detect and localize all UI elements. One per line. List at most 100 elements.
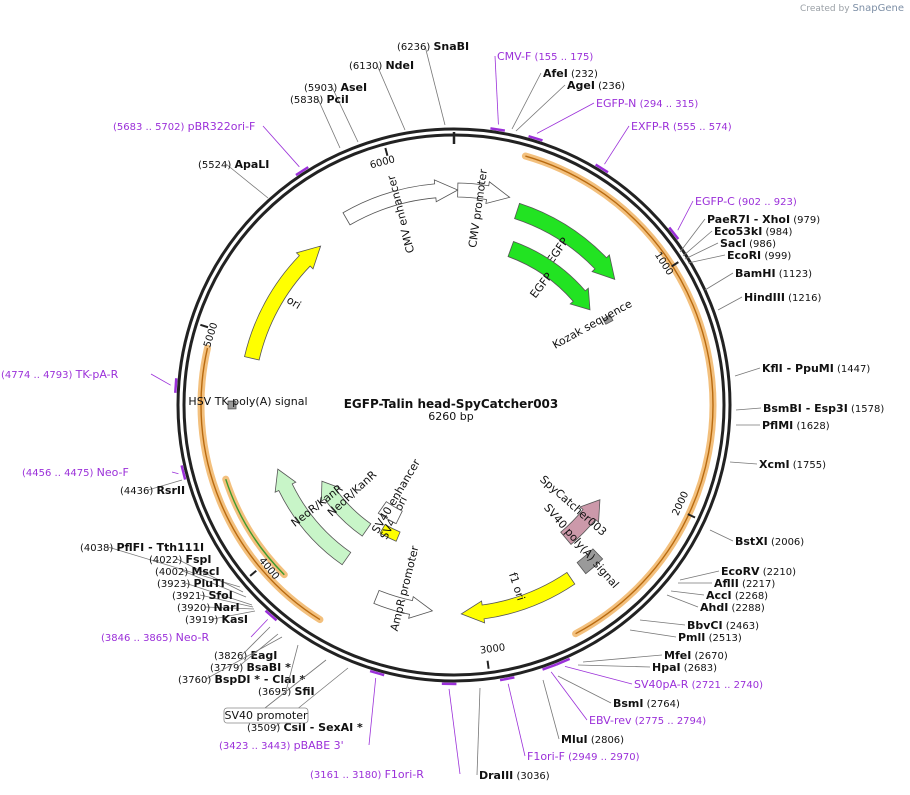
primer-cmv-f[interactable]: CMV-F (155 .. 175) [490,50,593,132]
site-asei[interactable]: (5903) AseI [304,81,367,143]
site-eco53ki[interactable]: Eco53kI (984) [682,225,792,257]
feature-label: CMV promoter [466,168,490,249]
site-sfoi[interactable]: (3921) SfoI [172,589,254,608]
site-position: (1578) [848,404,885,415]
site-eagi[interactable]: (3826) EagI [214,626,277,662]
feature-f1-ori[interactable]: f1 ori [460,571,576,624]
site-xcmi[interactable]: XcmI (1755) [729,458,826,471]
bp-tick-label: 6000 [369,154,396,171]
primer-pbr322ori-f[interactable]: (5683 .. 5702) pBR322ori-F [113,120,309,177]
primer-neo-r[interactable]: (3846 .. 3865) Neo-R [101,609,278,644]
primer-neo-f[interactable]: (4456 .. 4475) Neo-F [22,465,187,480]
site-label: (3695) SfiI [258,685,315,698]
primer-range: (4774 .. 4793) [1,370,76,381]
feature-cmv-enhancer[interactable]: CMV enhancer [342,173,459,255]
primer-egfp-c[interactable]: EGFP-C (902 .. 923) [668,195,797,240]
site-label: (3779) BsaBI * [210,661,291,674]
site-name: CsiI [283,721,305,734]
outer-arc-line [525,155,714,635]
primer-tk-pa-r[interactable]: (4774 .. 4793) TK-pA-R [1,368,178,393]
site-hpai[interactable]: HpaI (2683) [577,661,717,674]
site-bbvci[interactable]: BbvCI (2463) [639,619,759,632]
site-fspi[interactable]: (4022) FspI [149,553,244,593]
site-ecori[interactable]: EcoRI (999) [687,249,791,264]
site-ndei[interactable]: (6130) NdeI [349,59,414,131]
primer-pbabe-3-[interactable]: (3423 .. 3443) pBABE 3' [219,669,385,752]
site-pflmi[interactable]: PflMI (1628) [736,419,830,432]
site-agei[interactable]: AgeI (236) [515,79,625,132]
site-name: HindIII [744,291,785,304]
primer-name: F1ori-R [385,768,425,781]
site-draiii[interactable]: DraIII (3036) [476,687,550,782]
site-label: (4436) RsrII [120,484,185,497]
primer-egfp-n[interactable]: EGFP-N (294 .. 315) [528,97,699,142]
primer-f1ori-f[interactable]: F1ori-F (2949 .. 2970) [499,676,640,763]
site-apali[interactable]: (5524) ApaLI [198,158,269,199]
boxed-labels: SV40 promoter [223,659,327,724]
feature-cmv-promoter[interactable]: CMV promoter [457,168,511,249]
site-saci[interactable]: SacI (986) [684,237,776,260]
feature-ampr-promoter[interactable]: AmpR promoter [373,544,434,632]
site-name: KasI [221,613,248,626]
site-name: BstXI [735,535,768,548]
site-position: (2806) [588,735,625,746]
primer-range: (2721 .. 2740) [688,680,763,691]
site-extra: - SexAI * [306,721,363,734]
site-leader [199,594,254,608]
site-nari[interactable]: (3920) NarI [177,601,255,614]
site-label: XcmI (1755) [759,458,826,471]
site-snabi[interactable]: (6236) SnaBI [397,40,469,126]
primer-name: EGFP-N [596,97,636,110]
site-pmli[interactable]: PmlI (2513) [629,629,742,644]
site-name: SfoI [208,589,232,602]
site-name: HpaI [652,661,681,674]
feature-ori[interactable]: ori [244,245,322,361]
site-label: BsmBI - Esp3I (1578) [763,402,884,415]
site-label: (3921) SfoI [172,589,233,602]
outer-arc-line [225,478,285,576]
primer-range: (2775 .. 2794) [632,716,707,727]
feature-egfp[interactable]: EGFP [514,202,616,281]
feature-hsv-tk-poly-a-signal[interactable]: HSV TK poly(A) signal [188,395,308,410]
primer-label: EGFP-N (294 .. 315) [596,97,698,110]
site-position: (2006) [768,537,805,548]
boxed-feature-label[interactable]: SV40 promoter [223,659,327,724]
primer-name: TK-pA-R [75,368,119,381]
site-afei[interactable]: AfeI (232) [511,67,598,130]
primer-range: (155 .. 175) [531,52,593,63]
feature-sv40-enhancer[interactable]: SV40 enhancer [369,456,423,535]
site-paer7i[interactable]: PaeR7I - XhoI (979) [679,213,820,253]
primer-exfp-r[interactable]: EXFP-R (555 .. 574) [594,120,732,174]
site-pflfi[interactable]: (4038) PflFI - Tth111I [80,541,241,588]
site-acci[interactable]: AccI (2268) [670,589,768,602]
site-bsmbi[interactable]: BsmBI - Esp3I (1578) [735,402,884,415]
bp-tick [486,660,490,669]
primer-sv40pa-r[interactable]: SV40pA-R (2721 .. 2740) [555,657,763,691]
site-kasi[interactable]: (3919) KasI [185,610,256,626]
site-bamhi[interactable]: BamHI (1123) [704,267,812,291]
site-hindiii[interactable]: HindIII (1216) [717,291,821,311]
site-rsrii[interactable]: (4436) RsrII [120,479,185,497]
site-label: (3760) BspDI * - ClaI * [178,673,305,686]
site-pluti[interactable]: (3923) PluTI [157,577,253,606]
primer-range: (4456 .. 4475) [22,468,97,479]
site-kfli[interactable]: KflI - PpuMI (1447) [734,362,870,377]
site-msci[interactable]: (4002) MscI [155,565,247,598]
site-pcii[interactable]: (5838) PciI [290,93,349,149]
site-leader [285,644,299,692]
site-bstxi[interactable]: BstXI (2006) [709,529,805,548]
site-bsmi[interactable]: BsmI (2764) [557,675,680,710]
site-mfei[interactable]: MfeI (2670) [582,649,728,663]
site-leader [542,679,560,740]
site-bspdi[interactable]: (3760) BspDI * - ClaI * [178,636,305,686]
site-ahdi[interactable]: AhdI (2288) [666,594,765,614]
primer-f1ori-r[interactable]: (3161 .. 3180) F1ori-R [310,682,461,781]
site-mlui[interactable]: MluI (2806) [542,679,625,746]
site-name: EcoRV [721,565,760,578]
site-csii[interactable]: (3509) CsiI - SexAI * [247,667,363,734]
primer-ebv-rev[interactable]: EBV-rev (2775 .. 2794) [542,663,707,727]
site-sfii[interactable]: (3695) SfiI [258,644,315,698]
site-aflii[interactable]: AflII (2217) [678,577,775,590]
site-ecorv[interactable]: EcoRV (2210) [679,565,796,581]
feature-kozak-sequence[interactable]: Kozak sequence [550,297,634,352]
